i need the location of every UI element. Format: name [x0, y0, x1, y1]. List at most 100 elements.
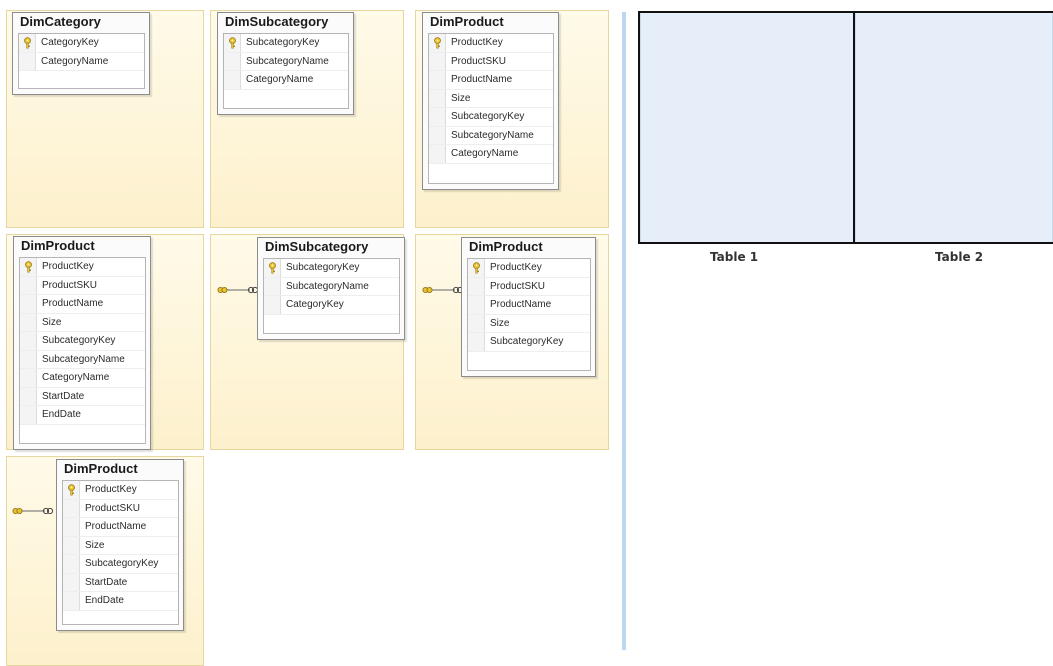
primary-key-column: SubcategoryKey [224, 34, 348, 53]
table-1-drop-target[interactable] [640, 12, 854, 243]
column-name: SubcategoryKey [246, 37, 320, 48]
column-name: Size [490, 317, 510, 329]
primary-key-column: ProductKey [468, 259, 590, 278]
column-name: SubcategoryName [286, 280, 369, 292]
primary-key-column: ProductKey [20, 258, 145, 277]
column-name: SubcategoryKey [85, 558, 159, 569]
table-title: DimProduct [430, 14, 504, 29]
primary-key-column: CategoryKey [19, 34, 144, 53]
column-row: SubcategoryName [20, 350, 145, 369]
column-name: ProductKey [85, 484, 137, 495]
column-row: Size [429, 89, 553, 108]
column-name: SubcategoryName [246, 55, 329, 67]
key-icon [432, 37, 443, 49]
column-name: ProductKey [451, 37, 503, 48]
column-name: CategoryKey [286, 299, 344, 310]
column-row: StartDate [63, 573, 178, 592]
column-row: CategoryName [20, 369, 145, 388]
column-row: StartDate [20, 387, 145, 406]
key-icon [227, 37, 238, 49]
column-name: CategoryKey [41, 37, 99, 48]
column-name: CategoryName [451, 148, 519, 159]
column-name: ProductSKU [42, 279, 98, 291]
column-name: SubcategoryKey [42, 335, 116, 346]
table-title: DimProduct [64, 461, 138, 476]
table-title: DimCategory [20, 14, 101, 29]
column-row: CategoryKey [264, 296, 399, 315]
column-row: CategoryName [19, 52, 144, 71]
key-icon [66, 484, 77, 496]
column-name: Size [451, 92, 471, 104]
column-row: ProductSKU [20, 276, 145, 295]
column-name: ProductKey [42, 261, 94, 272]
column-name: StartDate [85, 576, 128, 588]
column-name: SubcategoryName [451, 129, 534, 141]
column-name: ProductName [85, 521, 147, 532]
table-2-drop-target[interactable] [855, 12, 1053, 243]
column-name: CategoryName [41, 55, 109, 67]
column-row: EndDate [20, 406, 145, 425]
column-row: ProductSKU [468, 277, 590, 296]
column-row: SubcategoryKey [63, 555, 178, 574]
column-row: ProductSKU [63, 499, 178, 518]
column-name: SubcategoryKey [286, 262, 360, 273]
column-name: ProductSKU [85, 502, 141, 514]
column-name: ProductSKU [451, 55, 507, 67]
column-name: ProductSKU [490, 280, 546, 292]
column-name: CategoryName [42, 372, 110, 383]
column-row: ProductName [429, 71, 553, 90]
table-title: DimSubcategory [225, 14, 329, 29]
table-title: DimProduct [21, 238, 95, 253]
column-name: ProductName [451, 74, 513, 85]
column-name: SubcategoryKey [451, 111, 525, 122]
key-icon [22, 37, 33, 49]
column-name: Size [42, 316, 62, 328]
column-row: ProductSKU [429, 52, 553, 71]
column-name: StartDate [42, 390, 85, 402]
key-icon [267, 262, 278, 274]
column-row: CategoryName [429, 145, 553, 164]
column-row: SubcategoryName [224, 52, 348, 71]
relationship-connector-icon [421, 282, 464, 294]
column-row: ProductName [468, 296, 590, 315]
section-divider [622, 12, 626, 650]
column-row: ProductName [20, 295, 145, 314]
column-row: SubcategoryKey [429, 108, 553, 127]
column-name: EndDate [42, 409, 81, 420]
table-2-label: Table 2 [935, 250, 984, 264]
primary-key-column: SubcategoryKey [264, 259, 399, 278]
column-row: Size [468, 314, 590, 333]
column-row: CategoryName [224, 71, 348, 90]
key-icon [23, 261, 34, 273]
column-name: EndDate [85, 595, 124, 606]
column-row: ProductName [63, 518, 178, 537]
primary-key-column: ProductKey [63, 481, 178, 500]
key-icon [471, 262, 482, 274]
column-name: ProductName [42, 298, 104, 309]
column-row: SubcategoryKey [20, 332, 145, 351]
column-row: SubcategoryName [429, 126, 553, 145]
column-name: Size [85, 539, 105, 551]
relationship-connector-icon [216, 282, 259, 294]
column-name: ProductKey [490, 262, 542, 273]
column-row: SubcategoryKey [468, 333, 590, 352]
column-name: SubcategoryName [42, 353, 125, 365]
column-name: ProductName [490, 299, 552, 310]
column-row: Size [63, 536, 178, 555]
table-1-label: Table 1 [710, 250, 759, 264]
column-name: CategoryName [246, 74, 314, 85]
